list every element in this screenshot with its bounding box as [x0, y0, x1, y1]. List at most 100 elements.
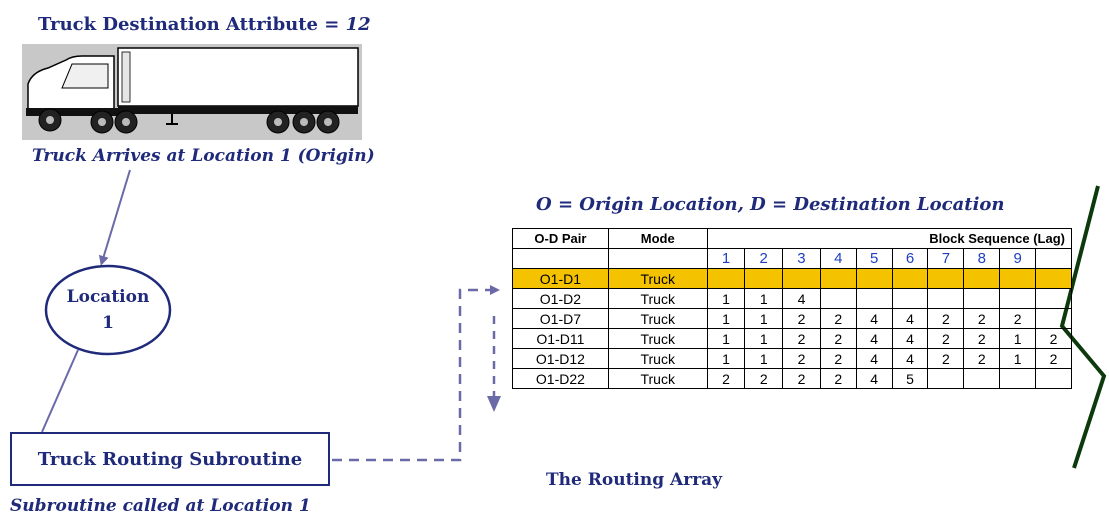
- location-label-line1: Location: [48, 284, 168, 310]
- dashed-arrow-to-table: [332, 290, 496, 460]
- lag-value-cell: 2: [820, 309, 856, 329]
- lag-blank-cell: [608, 249, 707, 269]
- lag-value-cell: [1000, 269, 1036, 289]
- lag-value-cell: [707, 269, 745, 289]
- lag-value-cell: [1000, 289, 1036, 309]
- od-pair-cell: O1-D11: [513, 329, 609, 349]
- lag-value-cell: [856, 269, 892, 289]
- lag-number: 9: [1000, 249, 1036, 269]
- lag-value-cell: 4: [892, 349, 928, 369]
- header-block-sequence: Block Sequence (Lag): [707, 229, 1071, 249]
- lag-value-cell: 2: [928, 349, 964, 369]
- routing-array-caption: The Routing Array: [546, 470, 722, 490]
- lag-value-cell: 2: [928, 309, 964, 329]
- lag-number: 5: [856, 249, 892, 269]
- lag-value-cell: [964, 269, 1000, 289]
- lag-number: 4: [820, 249, 856, 269]
- lag-value-cell: [1000, 369, 1036, 389]
- lag-value-cell: [928, 369, 964, 389]
- lag-value-cell: [820, 289, 856, 309]
- lag-value-cell: 5: [892, 369, 928, 389]
- lag-value-cell: [964, 289, 1000, 309]
- lag-value-cell: 1: [745, 349, 783, 369]
- lag-value-cell: 1: [745, 289, 783, 309]
- lag-value-cell: 1: [707, 289, 745, 309]
- lag-value-cell: [1036, 269, 1072, 289]
- lag-value-cell: [928, 289, 964, 309]
- lag-value-cell: [1036, 309, 1072, 329]
- lag-value-cell: [820, 269, 856, 289]
- header-mode: Mode: [608, 229, 707, 249]
- od-pair-cell: O1-D2: [513, 289, 609, 309]
- arrow-truck-to-location: [102, 170, 130, 262]
- mode-cell: Truck: [608, 349, 707, 369]
- lag-value-cell: 4: [783, 289, 821, 309]
- od-pair-cell: O1-D7: [513, 309, 609, 329]
- od-pair-cell: O1-D22: [513, 369, 609, 389]
- lag-number-row: 1 2 3 4 5 6 7 8 9: [513, 249, 1072, 269]
- lag-value-cell: 1: [1000, 349, 1036, 369]
- lag-value-cell: 2: [745, 369, 783, 389]
- lag-value-cell: 2: [1000, 309, 1036, 329]
- lag-number: 7: [928, 249, 964, 269]
- lag-value-cell: 1: [707, 329, 745, 349]
- location-label-line2: 1: [48, 310, 168, 336]
- lag-value-cell: [964, 369, 1000, 389]
- mode-cell: Truck: [608, 329, 707, 349]
- lag-value-cell: 2: [964, 329, 1000, 349]
- table-header-row: O-D Pair Mode Block Sequence (Lag): [513, 229, 1072, 249]
- lag-value-cell: 2: [928, 329, 964, 349]
- lag-value-cell: 4: [892, 329, 928, 349]
- lag-value-cell: 2: [1036, 329, 1072, 349]
- routing-table: O-D Pair Mode Block Sequence (Lag) 1 2 3…: [512, 228, 1072, 389]
- lag-number: 3: [783, 249, 821, 269]
- mode-cell: Truck: [608, 269, 707, 289]
- subroutine-caption: Subroutine called at Location 1: [10, 496, 311, 516]
- lag-value-cell: [892, 289, 928, 309]
- lag-value-cell: 2: [783, 329, 821, 349]
- lag-blank-cell: [1036, 249, 1072, 269]
- lag-value-cell: [928, 269, 964, 289]
- lag-number: 2: [745, 249, 783, 269]
- mode-cell: Truck: [608, 289, 707, 309]
- lag-value-cell: 4: [856, 349, 892, 369]
- lag-value-cell: 2: [964, 309, 1000, 329]
- lag-value-cell: [783, 269, 821, 289]
- truck-routing-subroutine-label: Truck Routing Subroutine: [38, 449, 302, 470]
- lag-value-cell: 4: [856, 329, 892, 349]
- lag-value-cell: [892, 269, 928, 289]
- od-pair-cell: O1-D1: [513, 269, 609, 289]
- lag-value-cell: 4: [856, 369, 892, 389]
- lag-value-cell: 2: [820, 329, 856, 349]
- lag-value-cell: 4: [892, 309, 928, 329]
- od-pair-cell: O1-D12: [513, 349, 609, 369]
- mode-cell: Truck: [608, 309, 707, 329]
- od-legend: O = Origin Location, D = Destination Loc…: [536, 194, 1005, 215]
- lag-value-cell: 1: [745, 329, 783, 349]
- lag-value-cell: 2: [783, 369, 821, 389]
- lag-value-cell: [745, 269, 783, 289]
- lag-value-cell: 4: [856, 309, 892, 329]
- line-location-to-subroutine: [42, 350, 78, 432]
- truck-routing-subroutine-box[interactable]: Truck Routing Subroutine: [10, 432, 330, 486]
- lag-value-cell: 2: [964, 349, 1000, 369]
- lag-value-cell: 2: [1036, 349, 1072, 369]
- lag-value-cell: 2: [820, 369, 856, 389]
- mode-cell: Truck: [608, 369, 707, 389]
- lag-value-cell: 2: [707, 369, 745, 389]
- lag-value-cell: [856, 289, 892, 309]
- lag-number: 8: [964, 249, 1000, 269]
- location-label: Location 1: [48, 284, 168, 336]
- lag-number: 1: [707, 249, 745, 269]
- lag-value-cell: 1: [1000, 329, 1036, 349]
- lag-value-cell: 1: [707, 349, 745, 369]
- lag-value-cell: [1036, 289, 1072, 309]
- lag-value-cell: 2: [820, 349, 856, 369]
